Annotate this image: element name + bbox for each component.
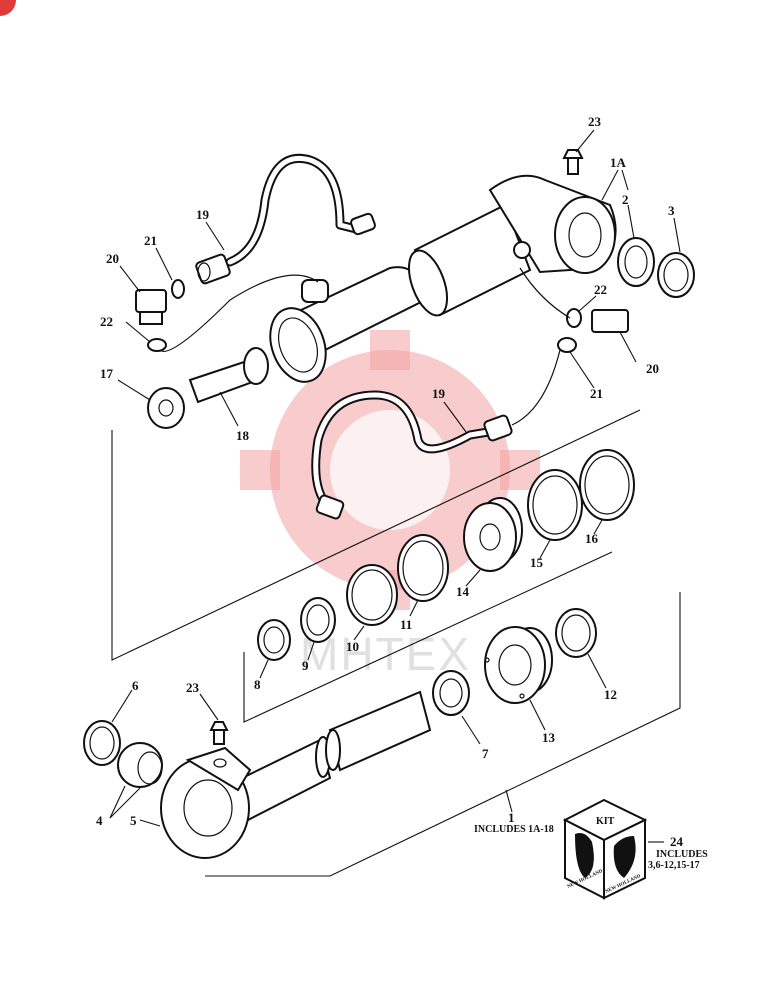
callout-23-lower: 23	[186, 680, 200, 695]
hose-connection-line-lower	[511, 349, 561, 426]
wiper-7	[432, 670, 470, 716]
callout-16: 16	[585, 531, 599, 546]
hose-upper-19	[225, 154, 376, 267]
callout-4: 4	[96, 813, 103, 828]
o-ring-22-right	[566, 308, 582, 328]
kit-label: KIT	[596, 816, 615, 827]
callout-labels: 23 1A 2 3 19 21 20 22 17 18 22 20 21 19 …	[96, 114, 684, 849]
gland-13	[484, 626, 553, 704]
callout-22-right: 22	[594, 282, 607, 297]
seal-15	[527, 469, 583, 541]
callout-13: 13	[542, 730, 556, 745]
hose-connection-line-right	[519, 267, 571, 319]
callout-8: 8	[254, 677, 261, 692]
callout-14: 14	[456, 584, 470, 599]
callout-19-lower: 19	[432, 386, 446, 401]
callout-20-right: 20	[646, 361, 659, 376]
note-includes-24-title: INCLUDES	[656, 849, 708, 860]
bushing-2	[617, 237, 655, 287]
kit-box: KIT NEW HOLLAND NEW HOLLAND	[562, 798, 648, 900]
rod-eye-5	[160, 746, 252, 859]
callout-10: 10	[346, 639, 359, 654]
seal-12	[555, 608, 597, 658]
grease-fitting-23-lower	[209, 721, 229, 745]
seal-11	[397, 534, 449, 602]
callout-15: 15	[530, 555, 544, 570]
callout-1A: 1A	[610, 155, 627, 170]
callout-21-left: 21	[144, 233, 157, 248]
o-ring-21-right	[557, 337, 577, 353]
piston-rod	[236, 690, 432, 822]
callout-11: 11	[400, 617, 412, 632]
callout-1: 1	[508, 810, 515, 825]
ring-8	[257, 619, 291, 661]
callout-5: 5	[130, 813, 137, 828]
callout-12: 12	[604, 687, 617, 702]
leader-lines	[109, 129, 681, 843]
seal-10	[346, 564, 398, 626]
pin-18	[188, 347, 269, 404]
note-includes-1: INCLUDES 1A-18	[474, 824, 554, 835]
callout-7: 7	[482, 746, 489, 761]
callout-6: 6	[132, 678, 139, 693]
elbow-fitting-20-left	[135, 289, 167, 325]
washer-17	[147, 387, 185, 429]
hose-connection-line-left	[159, 274, 319, 352]
callout-3: 3	[668, 203, 675, 218]
corner-badge	[0, 0, 16, 16]
hose-lower-19	[311, 390, 513, 520]
elbow-fitting-20-right	[591, 309, 629, 333]
callout-23-upper: 23	[588, 114, 602, 129]
callout-2: 2	[622, 192, 629, 207]
ring-9	[300, 597, 336, 643]
cylinder-tube-with-clevis	[407, 174, 617, 317]
brand-logo-left-icon	[575, 833, 594, 878]
o-ring-21-left	[171, 279, 185, 299]
seal-3	[657, 252, 695, 298]
piston-14	[463, 497, 523, 572]
callout-9: 9	[302, 658, 309, 673]
callout-18: 18	[236, 428, 250, 443]
seal-16	[579, 449, 635, 521]
note-includes-24-list: 3,6-12,15-17	[648, 860, 700, 871]
o-ring-22-left	[147, 338, 167, 352]
hose-fitting-nut-upper	[195, 253, 231, 285]
callout-17: 17	[100, 366, 114, 381]
brand-logo-right-icon	[613, 836, 636, 878]
bushing-4	[117, 742, 163, 788]
callout-20-left: 20	[106, 251, 119, 266]
callout-21-right: 21	[590, 386, 603, 401]
callout-22-left: 22	[100, 314, 113, 329]
assembly-frame-lines	[111, 409, 681, 877]
grease-fitting-23-upper	[562, 149, 584, 175]
callout-24: 24	[670, 834, 684, 849]
seal-6	[83, 720, 121, 766]
callout-19-upper: 19	[196, 207, 210, 222]
